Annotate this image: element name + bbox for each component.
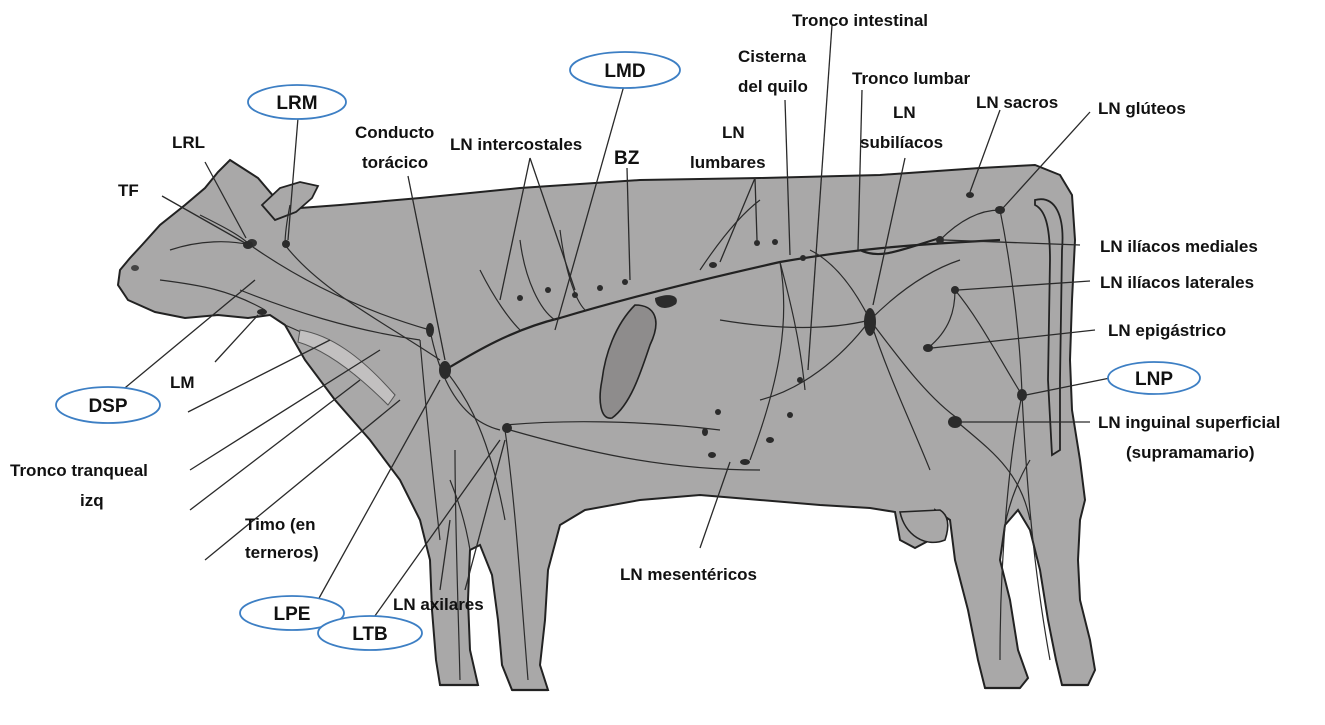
node-mesenteric-6 <box>787 412 793 418</box>
label-ln-sacros: LN sacros <box>976 93 1058 112</box>
label-ln-gluteos: LN glúteos <box>1098 99 1186 118</box>
node-lm <box>257 309 267 315</box>
node-sacral <box>966 192 974 198</box>
label-timo-2: terneros) <box>245 543 319 562</box>
label-tronco-traqueal-2: izq <box>80 491 104 510</box>
label-ln-iliacos-laterales: LN ilíacos laterales <box>1100 273 1254 292</box>
leader-tronco-traq-3 <box>190 380 360 510</box>
node-lumbar-1 <box>709 262 717 268</box>
label-bz: BZ <box>614 148 640 169</box>
node-intercostal-1 <box>517 295 523 301</box>
node-popliteal <box>1017 389 1027 401</box>
label-ln-epigastrico: LN epigástrico <box>1108 321 1226 340</box>
label-ln-iliacos-mediales: LN ilíacos mediales <box>1100 237 1258 256</box>
node-mesenteric-5 <box>766 437 774 443</box>
node-lumbar-3 <box>772 239 778 245</box>
node-mesenteric-4 <box>740 459 750 465</box>
oval-ltb: LTB <box>318 616 422 650</box>
node-intercostal-2 <box>545 287 551 293</box>
label-cisterna-2: del quilo <box>738 77 808 96</box>
node-mesenteric-3 <box>708 452 716 458</box>
label-cisterna-1: Cisterna <box>738 47 807 66</box>
label-lrl: LRL <box>172 133 205 152</box>
label-lm: LM <box>170 373 195 392</box>
node-axillary <box>502 423 512 433</box>
node-mesenteric-7 <box>797 377 803 383</box>
oval-lmd-text: LMD <box>604 61 645 82</box>
node-cervical <box>426 323 434 337</box>
node-intercostal-3 <box>572 292 578 298</box>
label-ln-axilares: LN axilares <box>393 595 484 614</box>
leader-tronco-traq-1 <box>188 340 330 412</box>
node-intercostal-5 <box>622 279 628 285</box>
node-iliac-medial <box>936 236 944 244</box>
leader-lm <box>215 315 258 362</box>
oval-lnp: LNP <box>1108 362 1200 394</box>
node-epigastric <box>923 344 933 352</box>
node-iliac-lateral <box>951 286 959 294</box>
node-intercostal-4 <box>597 285 603 291</box>
label-ln-mesentericos: LN mesentéricos <box>620 565 757 584</box>
cow-nostril <box>131 265 139 271</box>
node-prescapular <box>439 361 451 379</box>
oval-lrm: LRM <box>248 85 346 119</box>
label-ln-lumbares-1: LN <box>722 123 745 142</box>
node-mesenteric-2 <box>702 428 708 436</box>
oval-dsp: DSP <box>56 387 160 423</box>
oval-lnp-text: LNP <box>1135 369 1173 390</box>
label-ln-intercostales: LN intercostales <box>450 135 582 154</box>
label-tronco-lumbar: Tronco lumbar <box>852 69 970 88</box>
label-conducto-2: torácico <box>362 153 428 172</box>
label-tronco-intestinal: Tronco intestinal <box>792 11 928 30</box>
label-tf: TF <box>118 181 139 200</box>
oval-ltb-text: LTB <box>352 624 388 645</box>
label-ln-subiliacos-1: LN <box>893 103 916 122</box>
node-mesenteric-1 <box>715 409 721 415</box>
label-tronco-traqueal-1: Tronco tranqueal <box>10 461 148 480</box>
label-ln-lumbares-2: lumbares <box>690 153 766 172</box>
oval-lmd: LMD <box>570 52 680 88</box>
label-ln-inguinal-2: (supramamario) <box>1126 443 1254 462</box>
oval-lrm-text: LRM <box>276 93 317 114</box>
label-ln-inguinal-1: LN inguinal superficial <box>1098 413 1280 432</box>
oval-dsp-text: DSP <box>88 396 127 417</box>
node-inguinal <box>948 416 962 428</box>
oval-lpe-text: LPE <box>274 604 311 625</box>
node-cisterna <box>800 255 806 261</box>
label-timo-1: Timo (en <box>245 515 316 534</box>
node-lrm <box>282 240 290 248</box>
label-conducto-1: Conducto <box>355 123 434 142</box>
node-subiliac <box>864 308 876 336</box>
label-ln-subiliacos-2: subilíacos <box>860 133 943 152</box>
node-lumbar-2 <box>754 240 760 246</box>
